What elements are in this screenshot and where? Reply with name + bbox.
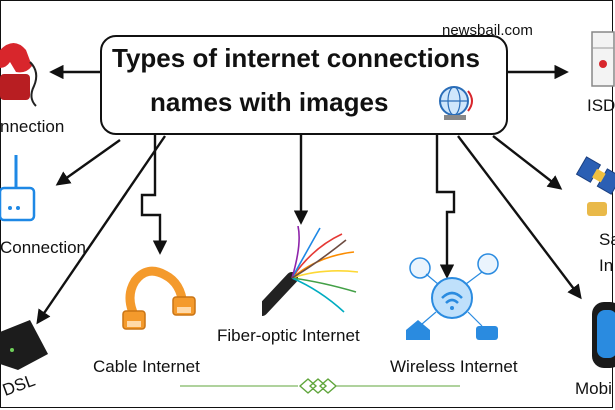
label-wireless: Wireless Internet [390,357,518,376]
title-line-2: names with images [150,87,389,117]
label-dialup: nnection [0,117,65,136]
site-watermark: newsbail.com [442,22,533,39]
label-isdn: ISDN [587,96,615,115]
label-satellite-1: Sa [599,230,615,249]
telephone-icon [0,43,38,107]
title-box: Types of internet connections names with… [100,35,508,135]
router-icon [0,155,36,222]
fiber-optic-icon [262,226,359,316]
isdn-device-icon [591,31,615,87]
satellite-icon [575,156,615,216]
title-line-1: Types of internet connections [112,43,480,73]
label-fiber: Fiber-optic Internet [217,326,360,345]
label-satellite-2: In [599,256,614,275]
mobile-phone-icon [592,302,615,368]
globe-network-icon [439,86,473,120]
wireless-network-icon [406,253,499,340]
label-mobile: Mobi [575,379,612,398]
label-cable: Cable Internet [93,357,200,376]
dsl-modem-icon [0,320,48,370]
ornament-divider [180,378,460,394]
label-broadband: Connection [0,238,87,257]
ethernet-cable-icon [122,266,196,330]
